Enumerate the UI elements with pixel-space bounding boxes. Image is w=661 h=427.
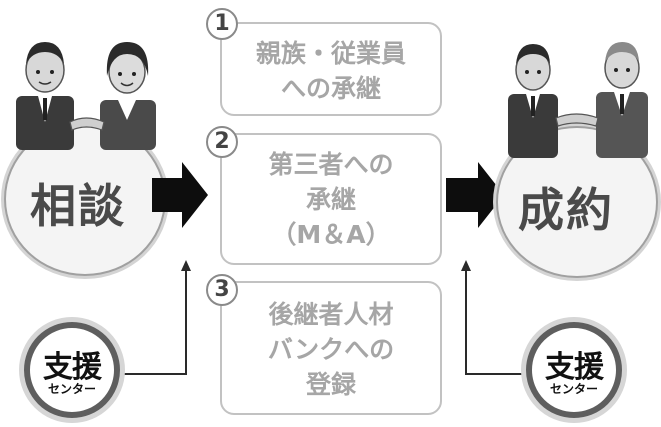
support-center-left-subtitle: センター [47, 382, 96, 396]
left-support-connector [120, 268, 187, 375]
contract-illustration [508, 42, 648, 158]
option-1-line-2: への承継 [280, 74, 381, 103]
option-number-3: 3 [206, 274, 238, 306]
arrow-right-left [152, 162, 208, 228]
support-center-right-title: 支援 [545, 350, 604, 385]
businessman-icon [16, 42, 74, 150]
right-connector-arrowhead [461, 260, 471, 271]
handshake-icon [69, 117, 105, 131]
arrow-right-right [446, 162, 504, 228]
option-box-1: 親族・従業員 への承継 [220, 22, 442, 116]
contract-label: 成約 [518, 183, 614, 237]
consultation-illustration [16, 42, 156, 150]
option-box-3: 後継者人材 バンクへの 登録 [220, 281, 442, 415]
option-2-line-2: 承継 [305, 185, 356, 214]
option-2-line-3: （M＆A） [271, 220, 391, 249]
option-3-line-3: 登録 [305, 370, 356, 399]
support-center-right: 支援 センター [526, 322, 622, 418]
option-box-2: 第三者への 承継 （M＆A） [220, 133, 442, 265]
option-2-line-1: 第三者への [268, 150, 394, 179]
consultation-label: 相談 [30, 179, 126, 233]
businessman-right-icon [596, 42, 648, 158]
handshake-icon [555, 113, 599, 127]
option-number-2: 2 [206, 126, 238, 158]
option-3-line-2: バンクへの [267, 335, 395, 364]
support-center-right-subtitle: センター [549, 382, 598, 396]
right-support-connector [465, 268, 522, 375]
option-1-line-1: 親族・従業員 [255, 39, 406, 68]
support-center-left-title: 支援 [43, 350, 102, 385]
businessman-left-icon [508, 44, 558, 158]
left-connector-arrowhead [181, 260, 191, 271]
option-number-1: 1 [206, 8, 238, 40]
support-center-left: 支援 センター [24, 322, 120, 418]
businesswoman-icon [100, 42, 156, 150]
option-3-line-1: 後継者人材 [268, 300, 394, 329]
